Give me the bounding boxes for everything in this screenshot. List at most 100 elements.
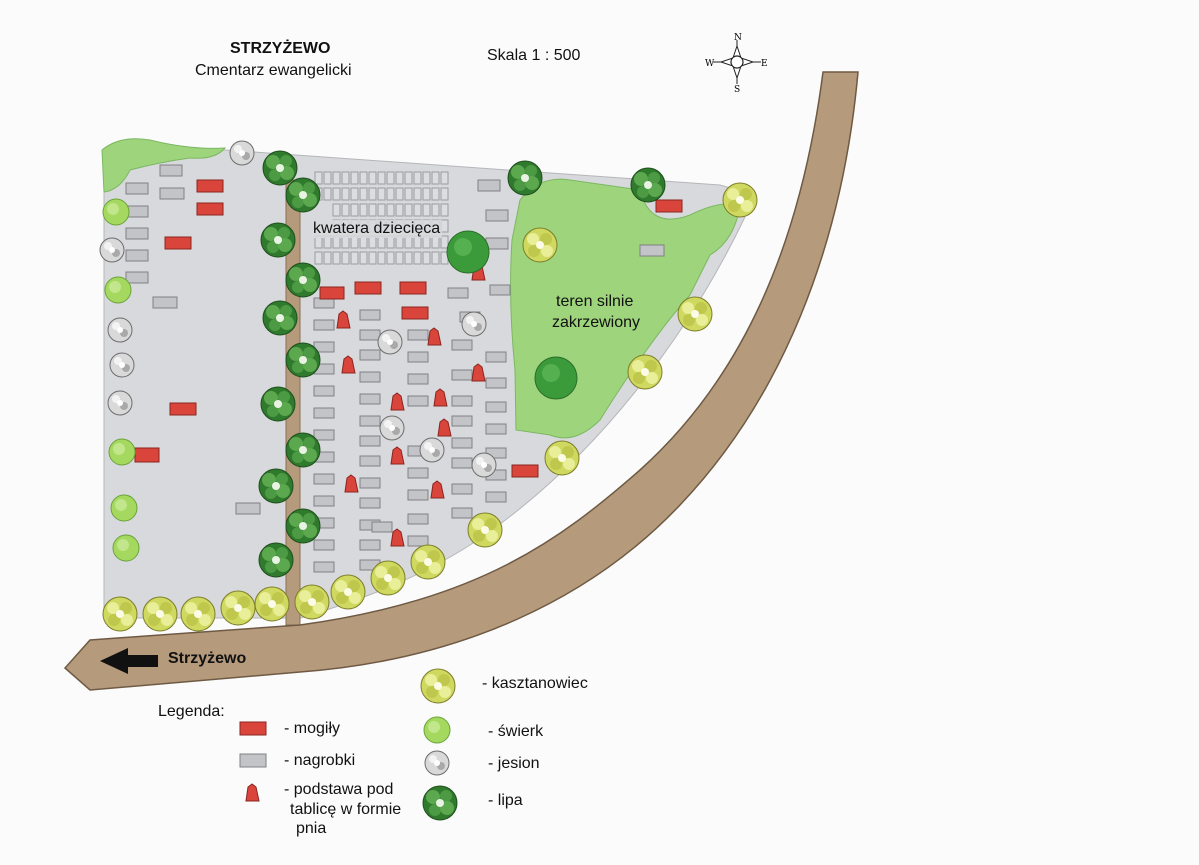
linden-tree	[630, 167, 666, 203]
tombstone	[407, 395, 429, 407]
child-grave-plot	[377, 187, 386, 201]
legend-chestnut-icon	[420, 668, 456, 704]
legend-ash-icon	[424, 750, 450, 776]
child-grave-plot	[386, 187, 395, 201]
tombstone	[485, 209, 509, 222]
tombstone	[313, 319, 335, 331]
spruce-tree	[104, 276, 132, 304]
child-grave-plot	[431, 203, 440, 217]
child-grave-plot	[395, 203, 404, 217]
tombstone	[313, 495, 335, 507]
tombstone	[159, 187, 185, 200]
linden-tree	[258, 468, 294, 504]
chestnut-tree	[180, 596, 216, 632]
tombstone	[639, 244, 665, 257]
tombstone	[359, 497, 381, 509]
ash-tree	[461, 311, 487, 337]
ash-tree	[107, 317, 133, 343]
child-grave-plot	[350, 251, 359, 265]
child-grave-plot	[395, 251, 404, 265]
child-grave-plot	[341, 203, 350, 217]
tombstone	[313, 385, 335, 397]
grave	[134, 447, 160, 463]
tombstone	[451, 369, 473, 381]
chestnut-tree	[294, 584, 330, 620]
grave	[169, 402, 197, 416]
legend-graves-label: - mogiły	[284, 720, 341, 737]
grave	[354, 281, 382, 295]
chestnut-tree	[410, 544, 446, 580]
tombstone	[359, 393, 381, 405]
tombstone	[407, 373, 429, 385]
chestnut-tree	[142, 596, 178, 632]
child-grave-plot	[350, 187, 359, 201]
overgrown-label-line1: teren silnie	[556, 293, 634, 310]
child-grave-plot	[440, 187, 449, 201]
road-direction-label: Strzyżewo	[168, 650, 247, 667]
legend-linden-icon	[422, 785, 458, 821]
child-grave-plot	[386, 171, 395, 185]
child-grave-plot	[422, 203, 431, 217]
child-grave-plot	[314, 171, 323, 185]
chestnut-tree	[102, 596, 138, 632]
linden-tree	[285, 508, 321, 544]
child-grave-plot	[413, 187, 422, 201]
child-grave-plot	[431, 187, 440, 201]
child-grave-plot	[323, 187, 332, 201]
child-grave-plot	[332, 203, 341, 217]
child-grave-plot	[332, 251, 341, 265]
child-grave-plot	[332, 187, 341, 201]
map-scale: Skala 1 : 500	[487, 47, 581, 64]
child-grave-plot	[431, 171, 440, 185]
child-grave-plot	[422, 251, 431, 265]
child-grave-plot	[323, 171, 332, 185]
tombstone	[125, 271, 149, 284]
child-grave-plot	[368, 251, 377, 265]
tombstone	[159, 164, 183, 177]
tombstone	[447, 287, 469, 299]
ash-tree	[379, 415, 405, 441]
child-grave-plot	[341, 251, 350, 265]
chestnut-tree	[677, 296, 713, 332]
tombstone	[451, 457, 473, 469]
child-grave-plot	[440, 235, 449, 249]
child-grave-plot	[368, 187, 377, 201]
tombstone	[485, 423, 507, 435]
child-grave-plot	[395, 187, 404, 201]
tombstone	[359, 435, 381, 447]
chestnut-tree	[627, 354, 663, 390]
tombstone	[313, 561, 335, 573]
child-grave-plot	[332, 171, 341, 185]
compass-s: S	[734, 85, 740, 95]
linden-tree	[285, 177, 321, 213]
child-grave-plot	[377, 251, 386, 265]
tombstone	[125, 182, 149, 195]
child-grave-plot	[386, 251, 395, 265]
tombstone	[313, 429, 335, 441]
legend-stump-label-1: - podstawa pod	[284, 781, 394, 798]
grave	[401, 306, 429, 320]
tombstone	[451, 437, 473, 449]
child-grave-plot	[350, 171, 359, 185]
ash-tree	[377, 329, 403, 355]
tombstone	[359, 349, 381, 361]
child-grave-plot	[404, 171, 413, 185]
spruce-tree	[112, 534, 140, 562]
linden-tree	[260, 386, 296, 422]
linden-tree	[285, 262, 321, 298]
child-grave-plot	[377, 171, 386, 185]
child-grave-plot	[404, 203, 413, 217]
tombstone	[477, 179, 501, 192]
children-section-label: kwatera dziecięca	[311, 220, 443, 238]
child-grave-plot	[368, 203, 377, 217]
linden-tree	[507, 160, 543, 196]
child-grave-plot	[422, 187, 431, 201]
child-grave-plot	[350, 203, 359, 217]
tombstone	[407, 467, 429, 479]
child-grave-plot	[440, 171, 449, 185]
child-grave-plot	[359, 203, 368, 217]
legend-tombstones-label: - nagrobki	[284, 752, 356, 769]
child-grave-plot	[359, 187, 368, 201]
spruce-tree	[446, 230, 490, 274]
chestnut-tree	[522, 227, 558, 263]
